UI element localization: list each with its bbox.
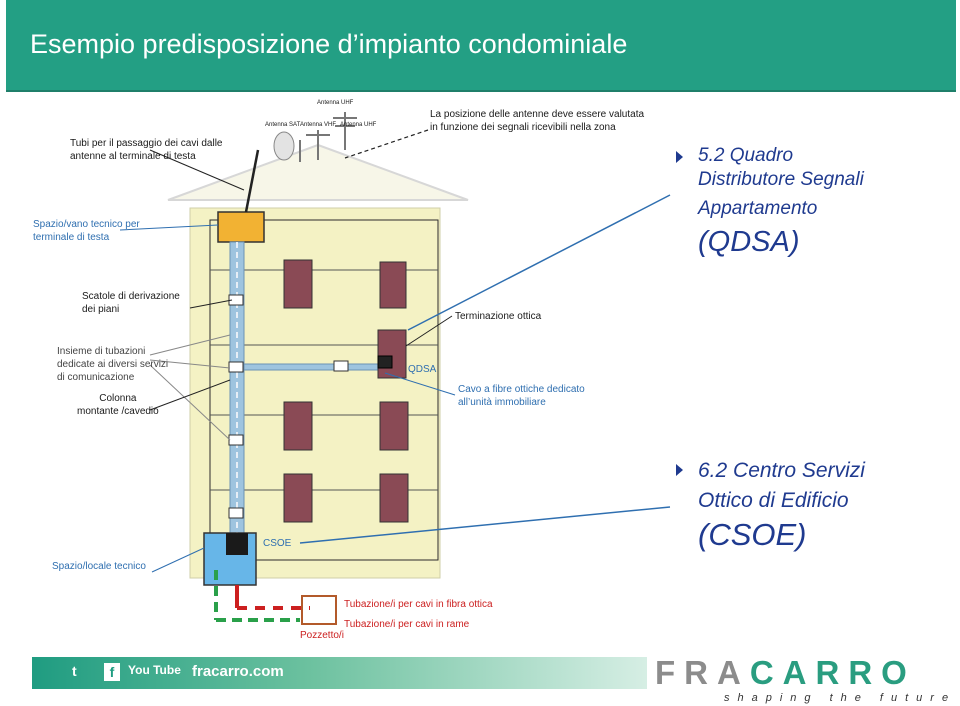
antenna-sat-label: Antenna SAT [265,122,301,128]
well-label: Pozzetto/i [300,630,344,641]
qdsa-pointer-line [407,194,671,331]
antenna-cable [244,149,260,213]
facebook-icon[interactable]: f [104,663,120,681]
logo-tagline: shaping the future [724,692,957,704]
antenna-position-line: La posizione delle antenne deve essere v… [430,109,645,120]
youtube-icon[interactable]: You Tube [128,663,181,677]
window [283,401,313,451]
tubing-note: Insieme di tubazioni dedicate ai diversi… [57,345,168,384]
optical-termination-label: Terminazione ottica [455,311,542,322]
building-diagram: Antenna UHF Antenna SAT Antenna VHF Ante… [0,90,700,650]
qdsa-label: QDSA [408,364,437,375]
bullet-arrow-icon [676,464,683,476]
fiber-cable-note: Cavo a fibre ottiche dedicato all’unità … [458,383,585,409]
bullet-arrow-icon [676,151,683,163]
leader-line [149,364,231,441]
bullet-line: 5.2 Quadro [698,145,794,166]
window [379,473,409,523]
antenna-uhf-top-label: Antenna UHF [317,100,354,106]
tubing-line: di comunicazione [57,372,135,383]
window [283,473,313,523]
twitter-icon[interactable]: t [72,663,77,679]
csoe-pointer-line [299,506,671,544]
copper-tube-legend: Tubazione/i per cavi in rame [344,619,470,630]
leader-line [151,547,205,573]
leader-line [149,359,231,369]
fiber-tube-legend: Tubazione/i per cavi in fibra ottica [344,599,493,610]
junction-box [333,360,349,372]
bullet-line: Ottico di Edificio [698,489,849,512]
head-space-line: Spazio/vano tecnico per [33,219,140,230]
dashed-leader [344,129,429,159]
sat-dish-icon [273,131,295,161]
leader-line [149,149,245,191]
antenna-vhf-label: Antenna VHF [300,122,337,128]
leader-line [189,299,233,309]
tubes-note: Tubi per il passaggio dei cavi dalle ant… [70,137,223,163]
window [379,401,409,451]
junction-boxes-line: dei piani [82,304,120,315]
column-line: Colonna [99,393,137,404]
logo-part-1: FRA [655,654,750,691]
tubes-line: Tubi per il passaggio dei cavi dalle [70,138,223,149]
footer-strip: t f You Tube fracarro.com [32,657,647,689]
bullet-csoe-text: 6.2 Centro Servizi Ottico di Edificio (C… [698,458,865,552]
tubing-line: Insieme di tubazioni [57,346,146,357]
well-box [301,595,337,625]
antenna-uhf-label: Antenna UHF [340,122,377,128]
head-terminal-box [217,211,265,243]
antenna-position-line: in funzione dei segnali ricevibili nella… [430,122,616,133]
bullet-qdsa-text: 5.2 Quadro Distributore Segnali Appartam… [698,145,864,259]
junction-boxes-note: Scatole di derivazione dei piani [82,290,180,316]
leader-line [405,315,453,347]
fracarro-logo: FRACARRO [655,655,933,690]
website-link[interactable]: fracarro.com [192,663,284,680]
leader-line [384,372,456,396]
window [283,259,313,309]
bullet-line: 6.2 Centro Servizi [698,459,865,482]
junction-box [228,507,244,519]
tubes-line: antenne al terminale di testa [70,151,196,162]
roof [167,143,469,201]
csoe-label: CSOE [263,538,292,549]
junction-box [228,361,244,373]
fiber-cable-line: Cavo a fibre ottiche dedicato [458,384,585,395]
column-note: Colonna montante /cavedio [77,392,159,418]
junction-boxes-line: Scatole di derivazione [82,291,180,302]
building-illustration [119,112,671,625]
slide-title: Esempio predisposizione d’impianto condo… [30,29,628,59]
qdsa-box [377,355,393,369]
csoe-inner [226,533,248,555]
tubing-line: dedicate ai diversi servizi [57,359,169,370]
leader-line [149,334,231,356]
window [377,329,407,379]
junction-box [228,294,244,306]
title-bar: Esempio predisposizione d’impianto condo… [6,0,956,92]
bullet-line: Distributore Segnali [698,169,864,190]
logo-part-2: CARRO [749,654,916,691]
fiber-cable-line: all’unità immobiliare [458,397,546,408]
bullet-qdsa: 5.2 Quadro Distributore Segnali Appartam… [676,145,956,275]
horizontal-cable [243,363,385,371]
logo-wordmark: FRACARRO [655,655,916,690]
column-line: montante /cavedio [77,406,159,417]
antenna-position-note: La posizione delle antenne deve essere v… [430,108,644,134]
bullet-line: (CSOE) [698,517,807,552]
bullet-line: Appartamento [698,198,818,219]
head-space-line: terminale di testa [33,232,110,243]
bullet-csoe: 6.2 Centro Servizi Ottico di Edificio (C… [676,458,956,563]
tech-space-label: Spazio/locale tecnico [52,561,146,572]
leader-line [119,224,219,231]
window [379,261,407,309]
junction-box [228,434,244,446]
bullet-line: (QDSA) [698,226,800,258]
head-space-note: Spazio/vano tecnico per terminale di tes… [33,218,140,244]
leader-line [149,379,231,411]
